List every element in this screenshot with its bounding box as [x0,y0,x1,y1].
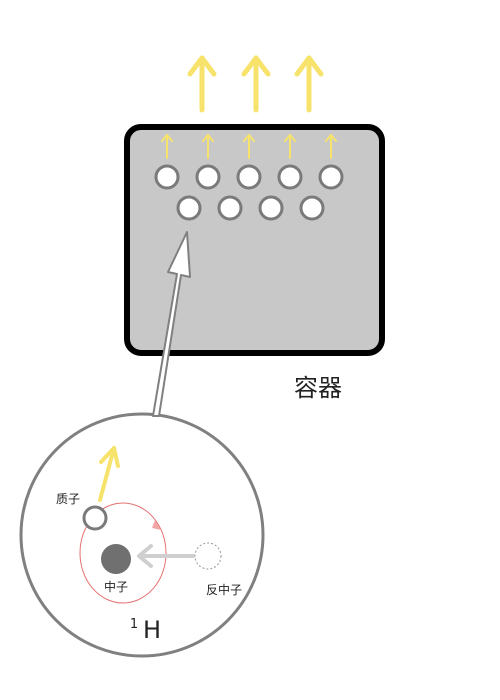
small-up-arrow-icon [325,134,337,159]
proton-circle-icon [217,195,243,221]
container-box [124,124,385,356]
proton-label: 质子 [56,492,80,506]
container-label: 容器 [294,374,342,402]
proton-spin-arrows [161,134,337,159]
zoom-pointer-arrow-icon [152,231,191,417]
proton-circle-icon [277,164,303,190]
small-up-arrow-icon [202,134,214,159]
zoom-proton-circle-icon [82,505,108,531]
zoom-circle [19,412,265,658]
antineutron-label: 反中子 [206,582,242,597]
orbit-arrow-icon [152,520,161,530]
proton-circle-icon [318,164,344,190]
net-spin-arrow-icon [241,55,271,113]
proton-circle-icon [236,164,262,190]
small-up-arrow-icon [161,134,173,159]
net-spin-arrow-icon [294,55,324,113]
proton-circle-icon [299,195,325,221]
net-spin-arrow-icon [187,55,217,113]
small-up-arrow-icon [243,134,255,159]
antineutron-dashed-circle-icon [194,542,222,570]
net-spin-arrows [187,55,324,113]
neutron-label: 中子 [104,579,128,594]
proton-circle-icon [195,164,221,190]
antineutron-arrow [137,544,195,568]
small-up-arrow-icon [284,134,296,159]
nucleus-symbol: H [143,616,161,644]
proton-circle-icon [258,195,284,221]
proton-spin-arrow-icon [98,446,120,502]
orbit-path [79,502,167,604]
nucleus-mass-number: 1 [130,617,138,632]
proton-circle-icon [176,195,202,221]
container-protons [154,164,344,221]
proton-circle-icon [154,164,180,190]
neutron-filled-circle-icon [101,544,131,574]
